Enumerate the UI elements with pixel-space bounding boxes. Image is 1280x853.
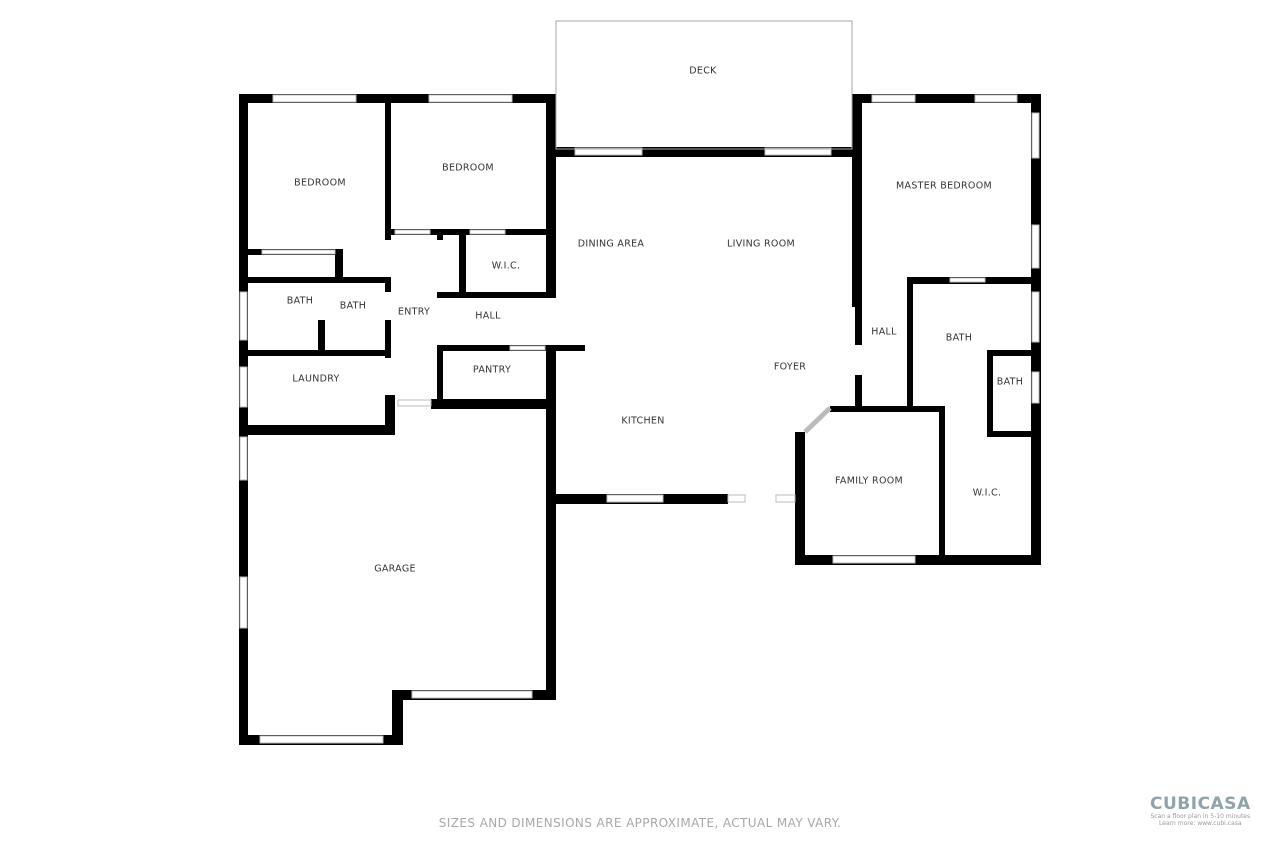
diagonal-door bbox=[803, 406, 832, 434]
logo-learn-more: Learn more: www.cubi.casa bbox=[1159, 820, 1242, 827]
room-label-bath: BATH bbox=[339, 300, 367, 312]
wall bbox=[987, 431, 1031, 437]
deck-outline bbox=[555, 20, 853, 150]
wall bbox=[248, 277, 391, 283]
cubicasa-logo: CUBICASA Scan a floor plan in 5-10 minut… bbox=[1150, 794, 1251, 828]
window bbox=[261, 249, 336, 255]
wall bbox=[939, 406, 945, 556]
wall bbox=[546, 94, 556, 298]
wall bbox=[431, 399, 556, 409]
wall bbox=[239, 425, 395, 435]
wall bbox=[437, 345, 443, 409]
window bbox=[574, 147, 643, 156]
window bbox=[974, 94, 1018, 103]
window bbox=[397, 399, 432, 407]
wall bbox=[385, 320, 391, 358]
room-label-foyer: FOYER bbox=[773, 361, 807, 373]
room-label-family-room: FAMILY ROOM bbox=[835, 475, 903, 487]
window bbox=[775, 494, 796, 503]
window bbox=[509, 345, 546, 351]
wall bbox=[855, 307, 862, 345]
window bbox=[239, 366, 248, 408]
window bbox=[239, 576, 248, 629]
wall bbox=[239, 94, 556, 103]
room-label-living-room: LIVING ROOM bbox=[727, 238, 795, 250]
room-label-wic: W.I.C. bbox=[972, 487, 1002, 499]
wall bbox=[795, 555, 1041, 565]
disclaimer-text: SIZES AND DIMENSIONS ARE APPROXIMATE, AC… bbox=[438, 816, 842, 830]
room-label-hall: HALL bbox=[871, 326, 897, 338]
room-label-pantry: PANTRY bbox=[472, 364, 512, 376]
room-label-bath: BATH bbox=[996, 376, 1024, 388]
room-label-dining-area: DINING AREA bbox=[577, 238, 645, 250]
window bbox=[239, 436, 248, 481]
room-label-master-bedroom: MASTER BEDROOM bbox=[896, 180, 992, 192]
window bbox=[949, 277, 986, 283]
room-label-bath: BATH bbox=[945, 332, 973, 344]
wall bbox=[385, 395, 395, 435]
wall bbox=[795, 432, 805, 565]
window bbox=[606, 494, 664, 503]
window bbox=[411, 690, 533, 699]
room-label-garage: GARAGE bbox=[374, 563, 416, 575]
room-label-hall: HALL bbox=[475, 310, 501, 322]
wall bbox=[318, 320, 325, 350]
window bbox=[469, 229, 506, 235]
wall bbox=[239, 94, 248, 745]
room-label-bath: BATH bbox=[286, 295, 314, 307]
wall bbox=[335, 249, 343, 280]
wall bbox=[907, 277, 913, 410]
window bbox=[1031, 112, 1040, 159]
window bbox=[1031, 371, 1040, 404]
logo-brand: CUBICASA bbox=[1150, 794, 1251, 814]
wall bbox=[852, 94, 862, 307]
wall bbox=[855, 375, 862, 410]
room-label-wic: W.I.C. bbox=[491, 260, 521, 272]
wall bbox=[437, 292, 556, 298]
window bbox=[239, 291, 248, 341]
logo-tagline: Scan a floor plan in 5-10 minutes bbox=[1150, 813, 1251, 820]
room-label-laundry: LAUNDRY bbox=[292, 373, 340, 385]
wall bbox=[556, 147, 860, 157]
window bbox=[1031, 224, 1040, 269]
wall bbox=[987, 350, 1031, 356]
room-label-bedroom: BEDROOM bbox=[442, 162, 494, 174]
window bbox=[727, 494, 746, 503]
wall bbox=[392, 690, 403, 745]
wall bbox=[385, 278, 391, 292]
room-label-bedroom: BEDROOM bbox=[294, 177, 346, 189]
window bbox=[428, 94, 513, 103]
window bbox=[871, 94, 916, 103]
wall bbox=[385, 103, 391, 240]
window bbox=[764, 147, 832, 156]
wall bbox=[391, 229, 546, 235]
room-label-entry: ENTRY bbox=[397, 306, 431, 318]
window bbox=[259, 735, 384, 744]
wall bbox=[830, 406, 945, 412]
window bbox=[1031, 291, 1040, 343]
window bbox=[394, 229, 431, 235]
room-label-deck: DECK bbox=[689, 65, 717, 77]
wall bbox=[852, 94, 1041, 103]
window bbox=[832, 555, 916, 564]
room-label-kitchen: KITCHEN bbox=[621, 415, 665, 427]
wall bbox=[248, 350, 391, 356]
wall bbox=[546, 345, 556, 700]
wall bbox=[459, 229, 466, 298]
wall bbox=[987, 350, 993, 437]
window bbox=[272, 94, 357, 103]
wall bbox=[437, 229, 443, 240]
